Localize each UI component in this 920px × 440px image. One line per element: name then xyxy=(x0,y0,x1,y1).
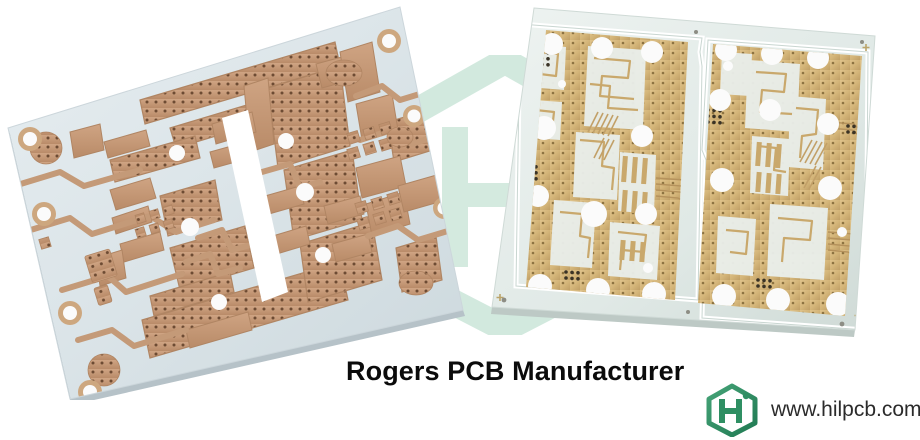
website-url[interactable]: www.hilpcb.com xyxy=(771,398,920,421)
plated-hole xyxy=(18,127,42,151)
left-board-image xyxy=(0,0,470,400)
right-board-image xyxy=(470,0,920,360)
hexagon-h-logo-icon xyxy=(703,383,761,437)
page-title: Rogers PCB Manufacturer xyxy=(346,356,685,386)
brand-block[interactable]: www.hilpcb.com xyxy=(703,383,920,437)
